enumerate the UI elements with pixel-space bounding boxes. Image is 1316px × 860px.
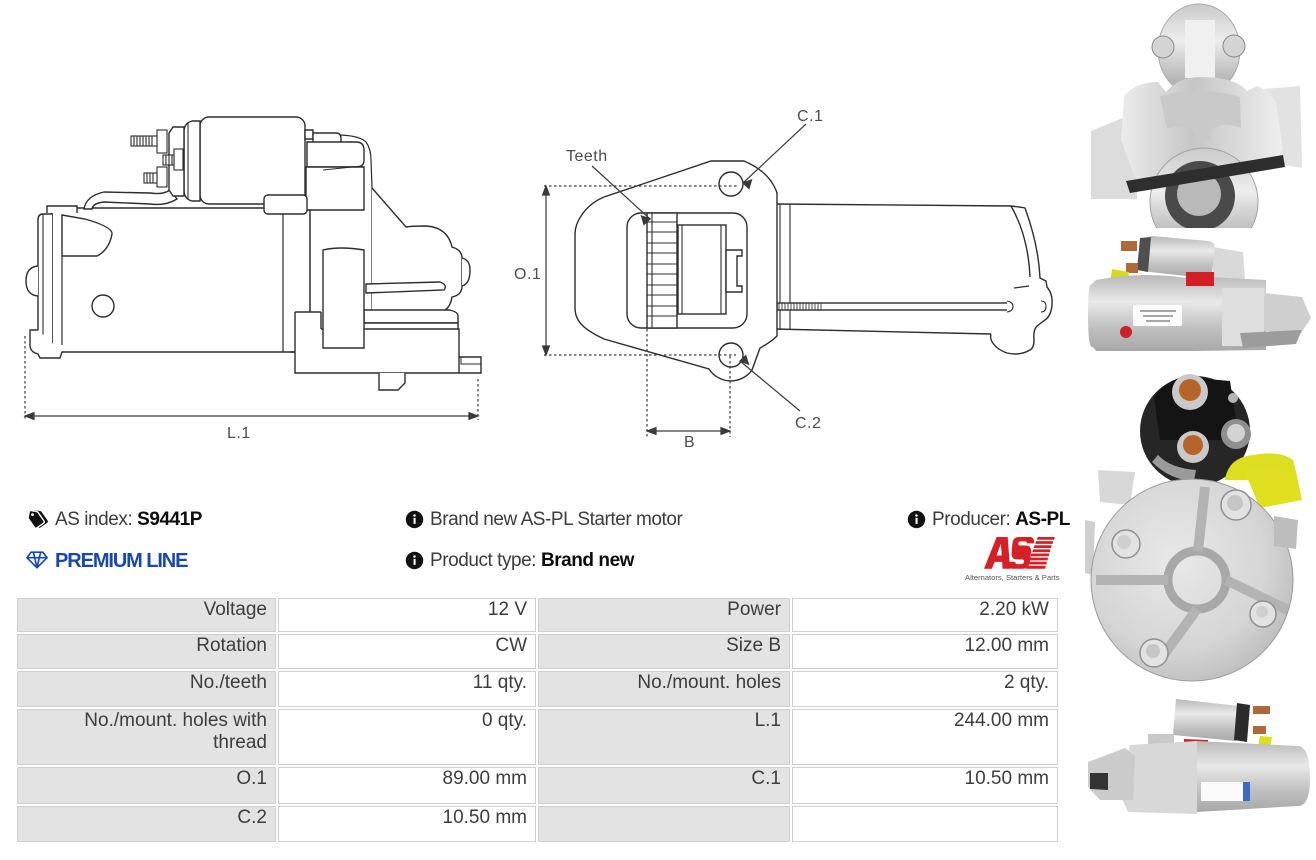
svg-text:O.1: O.1 [514,266,541,283]
svg-text:Teeth: Teeth [566,148,608,165]
svg-text:Alternators, Starters & Parts: Alternators, Starters & Parts [965,573,1060,582]
svg-text:L.1: L.1 [227,425,251,442]
svg-text:C.2: C.2 [795,415,821,432]
svg-text:B: B [684,434,695,451]
svg-text:C.1: C.1 [797,108,823,125]
